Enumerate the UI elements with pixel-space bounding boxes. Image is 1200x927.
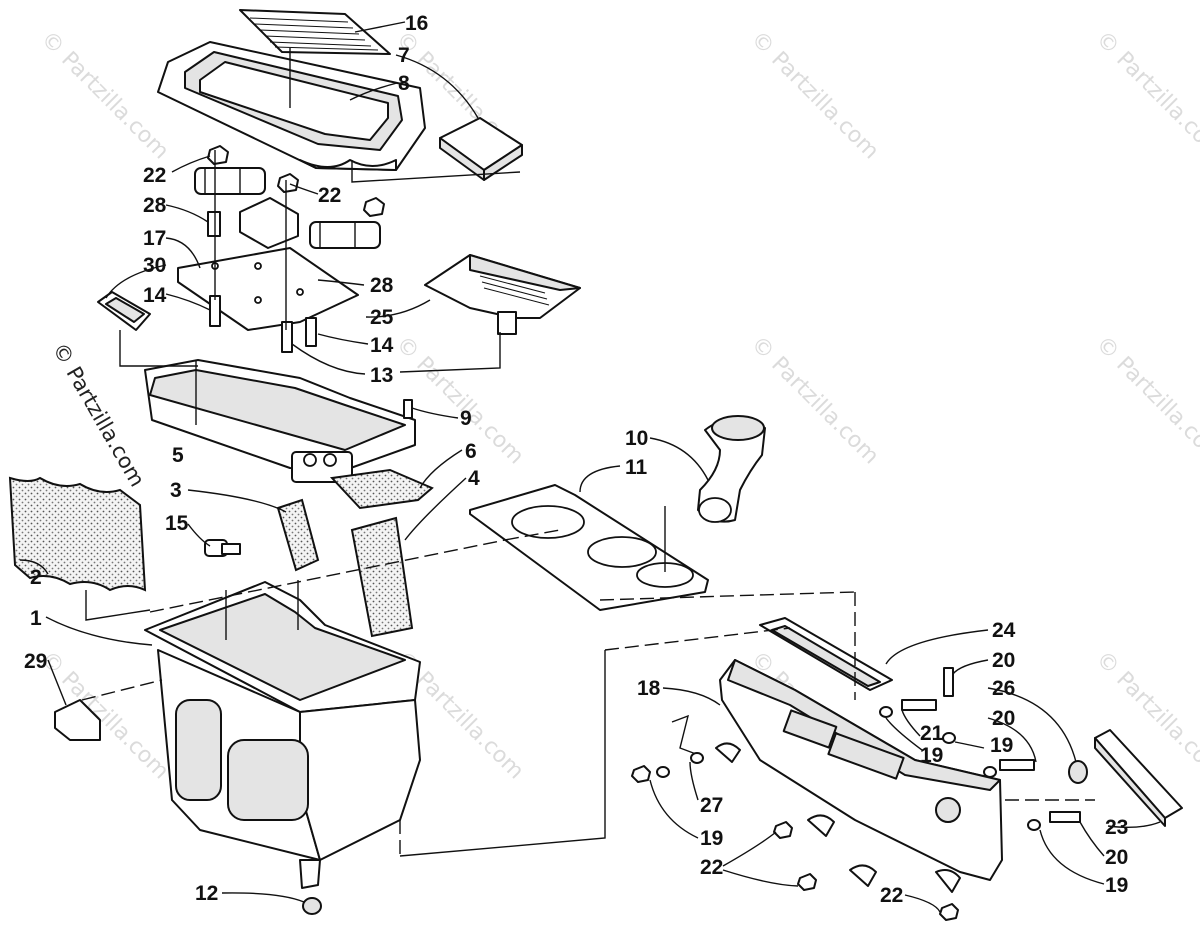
part-28-spacer-left: [207, 211, 221, 237]
callout-27: 27: [700, 794, 723, 817]
callout-4: 4: [468, 467, 480, 490]
callout-16: 16: [405, 12, 428, 35]
callout-23: 23: [1105, 816, 1128, 839]
callout-22: 22: [143, 164, 166, 187]
callout-3: 3: [170, 479, 182, 502]
callout-26: 26: [992, 677, 1015, 700]
part-18-intake-duct: [719, 659, 1003, 881]
part-1-air-box: [144, 581, 421, 889]
callout-21: 21: [920, 722, 944, 745]
callout-5: 5: [172, 444, 184, 467]
part-12-drain-plug: [302, 897, 322, 915]
part-15-fitting: [204, 539, 241, 557]
part-25-duct: [424, 254, 581, 335]
part-30-grommet: [97, 291, 151, 331]
leader-lines: [19, 21, 1161, 913]
callout-9: 9: [460, 407, 472, 430]
callout-28: 28: [370, 274, 394, 297]
callout-1: 1: [30, 607, 42, 630]
callout-22: 22: [318, 184, 341, 207]
electrical-component-center: [239, 197, 299, 249]
callout-20: 20: [992, 649, 1015, 672]
part-10-elbow-boot: [697, 415, 766, 523]
watermark-text: © Partzilla.com: [746, 27, 884, 165]
part-13-bolt: [281, 321, 293, 353]
part-4-foam-pad: [350, 516, 414, 638]
callout-10: 10: [625, 427, 648, 450]
part-22-nut-set: [631, 765, 959, 921]
part-6-foam-strip: [329, 468, 434, 510]
watermark-text: © Partzilla.com: [1091, 647, 1200, 785]
part-21-bolt: [901, 699, 937, 711]
part-24-duct-seal: [759, 617, 893, 691]
part-22-nut-center: [277, 173, 299, 193]
watermark-text: © Partzilla.com: [36, 27, 174, 165]
watermark-text: © Partzilla.com: [1091, 27, 1200, 165]
callout-13: 13: [370, 364, 393, 387]
part-11-gasket-plate: [469, 484, 709, 611]
part-16-grille: [239, 9, 391, 55]
callout-14: 14: [370, 334, 394, 357]
callout-15: 15: [165, 512, 189, 535]
part-19-washer-set: [656, 706, 1041, 831]
watermark-text: © Partzilla.com: [1091, 332, 1200, 470]
part-2-large-filter: [8, 476, 147, 592]
callout-7: 7: [398, 44, 410, 67]
part-3-foam-pad: [276, 498, 320, 572]
part-20-bolt-low: [1049, 811, 1081, 823]
callout-19: 19: [1105, 874, 1128, 897]
callout-20: 20: [1105, 846, 1128, 869]
callout-6: 6: [465, 440, 477, 463]
part-14-bolt-left: [209, 295, 221, 327]
callout-22: 22: [880, 884, 903, 907]
callout-17: 17: [143, 227, 166, 250]
watermark-text: © Partzilla.com: [746, 332, 884, 470]
callout-labels: 16 7 8 22 22 28 17 30 28 14 25 14 13 9 5…: [24, 12, 1128, 907]
callout-18: 18: [637, 677, 661, 700]
callout-28: 28: [143, 194, 167, 217]
callout-11: 11: [625, 456, 648, 479]
part-26-plug: [1068, 760, 1088, 784]
part-8-lid: [157, 41, 426, 171]
callout-29: 29: [24, 650, 47, 673]
part-5-tray: [144, 359, 416, 483]
part-9-screw: [403, 399, 413, 419]
part-7-filter-pad: [439, 117, 523, 181]
callout-19: 19: [700, 827, 723, 850]
assembly-lines: [81, 48, 1095, 857]
electrical-component-left: [194, 167, 266, 195]
callout-22: 22: [700, 856, 723, 879]
part-22-nut-right: [363, 197, 385, 217]
part-22-nut-top: [207, 145, 229, 165]
part-17-mounting-plate: [177, 247, 359, 331]
callout-19: 19: [920, 744, 943, 767]
electrical-component-right: [309, 221, 381, 249]
callout-14: 14: [143, 284, 167, 307]
callout-24: 24: [992, 619, 1016, 642]
watermark-text: © Partzilla.com: [48, 339, 150, 491]
part-27-rod: [671, 714, 697, 755]
callout-2: 2: [30, 566, 42, 589]
callout-20: 20: [992, 707, 1015, 730]
part-20-bolt-mid: [999, 759, 1035, 771]
callout-30: 30: [143, 254, 166, 277]
mounting-tab-set: [715, 742, 961, 893]
callout-8: 8: [398, 72, 410, 95]
part-20-bolt-top: [943, 667, 954, 697]
callout-12: 12: [195, 882, 218, 905]
part-29-clip: [54, 699, 101, 741]
part-14-bolt-right: [305, 317, 317, 347]
callout-19: 19: [990, 734, 1013, 757]
callout-25: 25: [370, 306, 394, 329]
part-23-filter-block: [1094, 729, 1183, 827]
